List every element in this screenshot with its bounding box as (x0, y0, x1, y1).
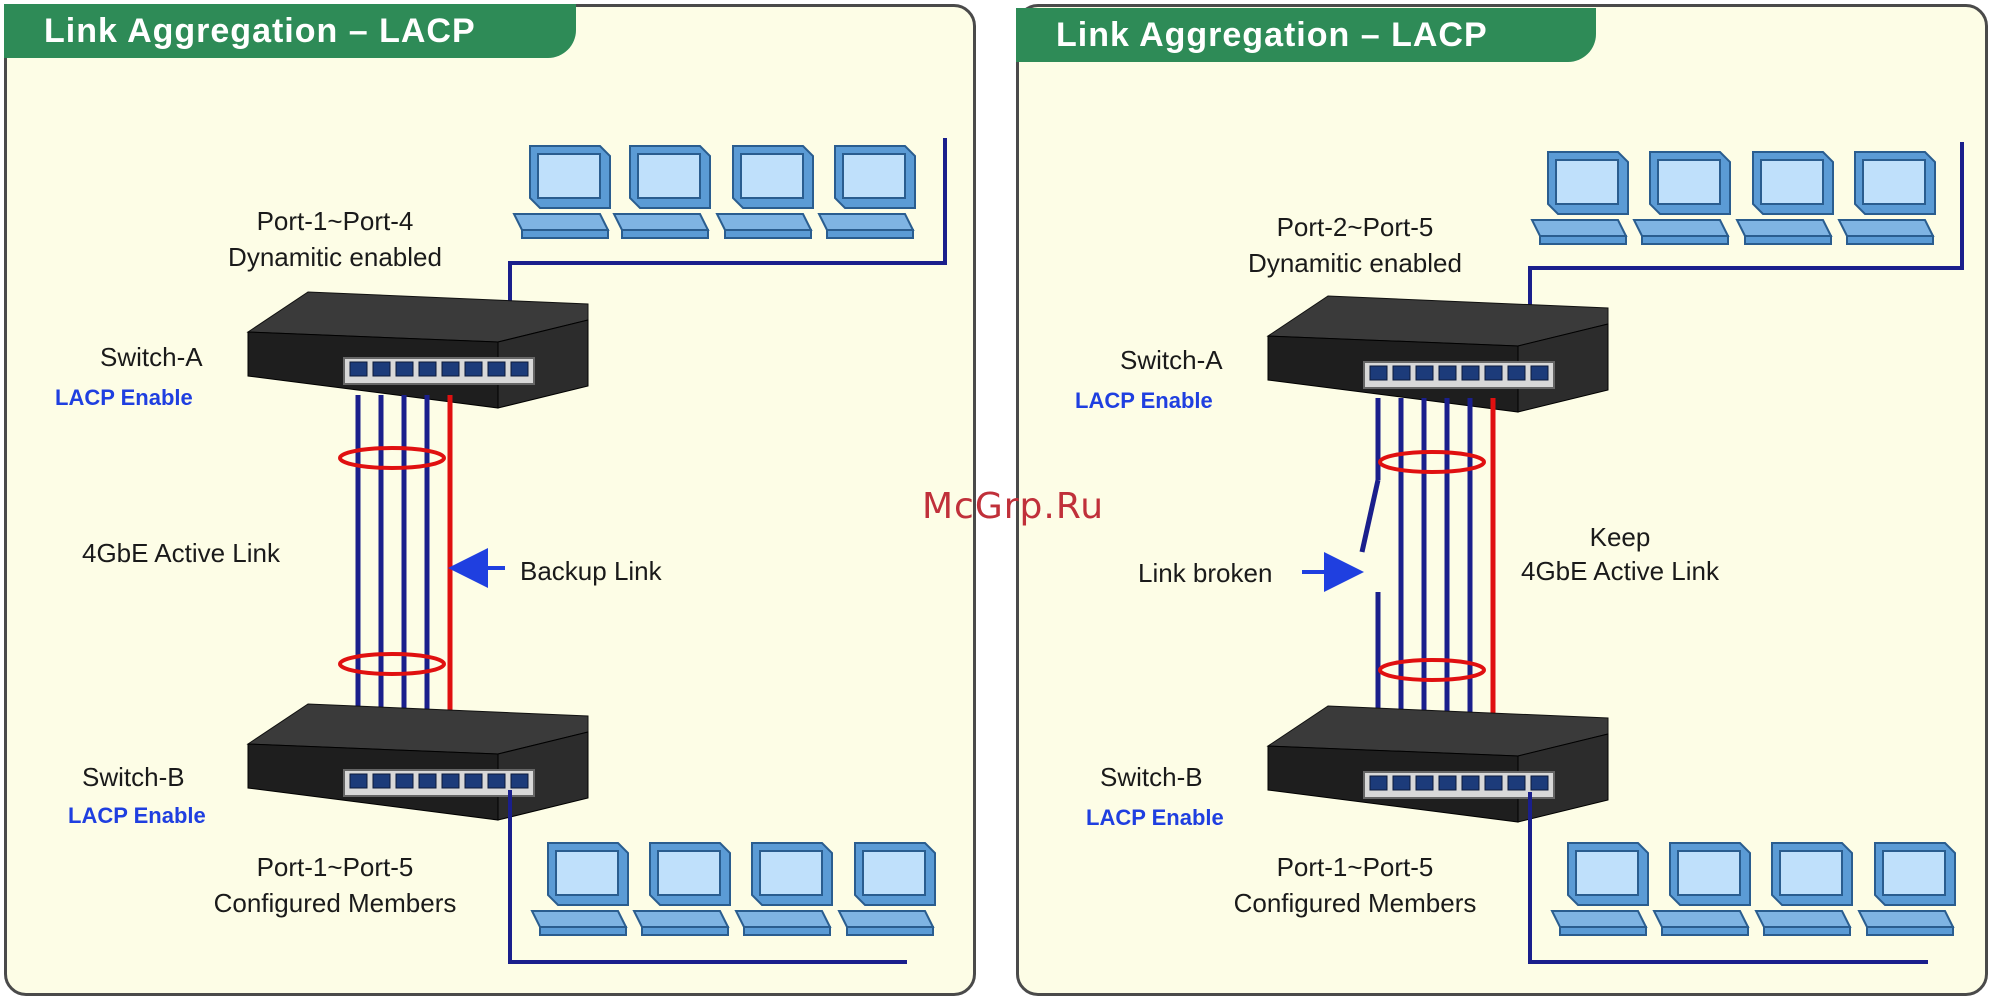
right-bottom-computer-3 (1754, 842, 1853, 936)
right-switch-b-label: Switch-B (1100, 762, 1203, 792)
right-link-broken-label: Link broken (1138, 558, 1273, 588)
switch-port (464, 361, 483, 377)
right-top-computer-1 (1530, 151, 1629, 245)
switch-port (1438, 775, 1457, 791)
left-backup-link-label: Backup Link (520, 556, 662, 586)
left-top-ports-label: Port-1~Port-4 (256, 206, 414, 236)
left-switch-b (246, 703, 589, 821)
switch-port (441, 773, 460, 789)
right-top-ports-mode: Dynamitic enabled (1248, 248, 1462, 278)
left-bottom-ports-role: Configured Members (213, 888, 457, 918)
switch-port (1461, 365, 1480, 381)
left-bottom-ports-label: Port-1~Port-5 (256, 852, 414, 882)
right-keep-label: Keep (1589, 522, 1651, 552)
switch-port (349, 773, 368, 789)
right-bottom-ports-label: Port-1~Port-5 (1276, 852, 1434, 882)
switch-port (1507, 365, 1526, 381)
switch-port (1484, 365, 1503, 381)
switch-port (418, 361, 437, 377)
switch-port (487, 361, 506, 377)
right-bottom-computer-4 (1857, 842, 1956, 936)
left-bottom-computer-2 (632, 842, 731, 936)
right-switch-a-label: Switch-A (1120, 345, 1223, 375)
right-title-banner: Link Aggregation – LACP (1016, 8, 1596, 62)
left-top-lacp-ring (338, 446, 446, 470)
right-bottom-lan-cable (1528, 792, 1928, 964)
right-bottom-computer-2 (1652, 842, 1751, 936)
right-bottom-lacp-ring (1378, 658, 1486, 682)
right-broken-link-slanted (1359, 479, 1381, 553)
left-active-link-label: 4GbE Active Link (82, 538, 280, 568)
left-bottom-lan-cable (508, 790, 907, 964)
right-switch-b (1266, 705, 1609, 823)
right-bottom-ports-role: Configured Members (1233, 888, 1477, 918)
left-top-computer-1 (512, 145, 611, 239)
switch-port (487, 773, 506, 789)
right-switch-a (1266, 295, 1609, 413)
switch-port (464, 773, 483, 789)
right-top-ports-label: Port-2~Port-5 (1276, 212, 1434, 242)
switch-port (1530, 775, 1549, 791)
switch-port (1369, 775, 1388, 791)
left-bottom-computer-1 (530, 842, 629, 936)
switch-port (418, 773, 437, 789)
left-switch-b-label: Switch-B (82, 762, 185, 792)
right-switch-b-lacp: LACP Enable (1086, 805, 1224, 830)
watermark: McGrp.Ru (922, 486, 1105, 527)
switch-port (1484, 775, 1503, 791)
left-bottom-computer-4 (837, 842, 936, 936)
switch-port (510, 361, 529, 377)
right-top-computer-2 (1632, 151, 1731, 245)
switch-port (372, 773, 391, 789)
switch-port (1461, 775, 1480, 791)
switch-port (1507, 775, 1526, 791)
switch-port (372, 361, 391, 377)
switch-port (1530, 365, 1549, 381)
switch-port (395, 773, 414, 789)
right-top-computer-4 (1837, 151, 1936, 245)
right-switch-a-lacp: LACP Enable (1075, 388, 1213, 413)
right-bottom-computer-1 (1550, 842, 1649, 936)
left-switch-a-lacp: LACP Enable (55, 385, 193, 410)
left-switch-a-label: Switch-A (100, 342, 203, 372)
left-top-ports-mode: Dynamitic enabled (228, 242, 442, 272)
right-top-lacp-ring (1378, 450, 1486, 474)
switch-port (1369, 365, 1388, 381)
left-title-banner: Link Aggregation – LACP (4, 4, 576, 58)
switch-port (510, 773, 529, 789)
switch-port (1415, 775, 1434, 791)
right-top-computer-3 (1735, 151, 1834, 245)
switch-port (1438, 365, 1457, 381)
left-bottom-lacp-ring (338, 652, 446, 676)
switch-port (1392, 365, 1411, 381)
left-switch-b-lacp: LACP Enable (68, 803, 206, 828)
left-bottom-computer-3 (734, 842, 833, 936)
switch-port (441, 361, 460, 377)
left-top-computer-3 (715, 145, 814, 239)
left-top-computer-2 (612, 145, 711, 239)
switch-port (1392, 775, 1411, 791)
right-keep-active-link-label: 4GbE Active Link (1521, 556, 1719, 586)
switch-port (395, 361, 414, 377)
left-top-computer-4 (817, 145, 916, 239)
switch-port (1415, 365, 1434, 381)
switch-port (349, 361, 368, 377)
left-switch-a (246, 291, 589, 409)
